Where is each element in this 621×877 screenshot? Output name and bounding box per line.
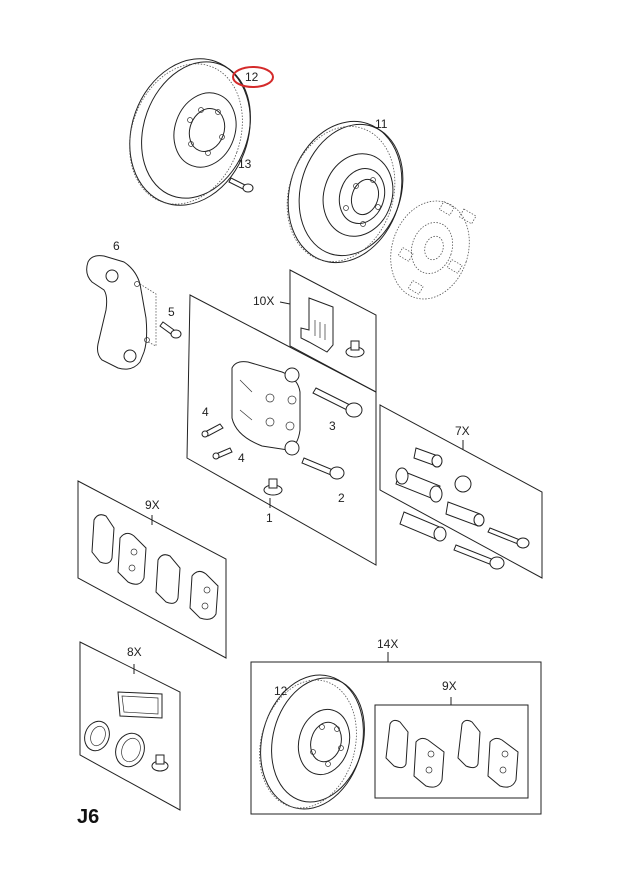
page-code: J6 [77, 806, 99, 828]
set-brake-pad-c[interactable] [457, 719, 481, 769]
callout-5[interactable]: 5 [168, 305, 175, 319]
guide-bolt-2[interactable] [301, 457, 345, 480]
guide-bolt-kit-b[interactable] [453, 544, 505, 570]
guide-bolt-3[interactable] [312, 387, 363, 418]
brake-pad-c[interactable] [155, 554, 181, 604]
callout-9x[interactable]: 9X [145, 498, 160, 512]
guide-sleeve[interactable] [413, 447, 443, 468]
anti-rattle-clip[interactable] [300, 297, 334, 353]
callout-set-9x[interactable]: 9X [442, 679, 457, 693]
callout-6[interactable]: 6 [113, 239, 120, 253]
highlight-ring [232, 66, 274, 88]
callout-set-12[interactable]: 12 [274, 684, 288, 698]
caliper-dust-cap[interactable] [263, 478, 283, 496]
guide-bolt-kit-a[interactable] [487, 527, 530, 549]
panel-7x-guide-kit [379, 404, 543, 579]
bleed-valve-4a[interactable] [201, 423, 224, 438]
callout-7x[interactable]: 7X [455, 424, 470, 438]
guide-boot-short[interactable] [454, 475, 472, 493]
panel-9x-pad-kit [77, 480, 227, 659]
caliper-seal-ring[interactable] [117, 691, 163, 719]
callout-4b[interactable]: 4 [238, 451, 245, 465]
bleeder-cap[interactable] [151, 754, 169, 772]
callout-14x[interactable]: 14X [377, 637, 398, 651]
carrier-bolt-5[interactable] [159, 321, 182, 339]
caliper-carrier-6[interactable] [86, 255, 157, 370]
guide-boot-long[interactable] [395, 467, 443, 503]
panel-1-caliper [186, 294, 377, 566]
bleed-valve-4b[interactable] [212, 447, 233, 460]
piston-dust-boot[interactable] [81, 718, 114, 754]
callout-4a[interactable]: 4 [202, 405, 209, 419]
set-brake-pad-d[interactable] [487, 737, 519, 788]
piston-seal[interactable] [111, 729, 149, 771]
brake-pad-b[interactable] [117, 532, 147, 585]
callout-11[interactable]: 11 [375, 117, 388, 131]
brake-caliper-1[interactable] [231, 361, 301, 456]
guide-pin-long[interactable] [399, 511, 447, 542]
brake-pad-d[interactable] [189, 570, 219, 620]
set-brake-pad-b[interactable] [413, 737, 445, 788]
screw-13[interactable] [228, 177, 254, 193]
callout-3[interactable]: 3 [329, 419, 336, 433]
brake-disc-12[interactable] [110, 42, 270, 223]
callout-12[interactable]: 12 [245, 70, 259, 84]
callout-1[interactable]: 1 [266, 511, 273, 525]
brake-disc-11[interactable] [270, 107, 419, 278]
guide-pin-sleeve[interactable] [445, 501, 485, 527]
callout-8x[interactable]: 8X [127, 645, 142, 659]
callout-13[interactable]: 13 [238, 157, 252, 171]
callout-10x[interactable]: 10X [253, 294, 274, 308]
panel-set-9x-pads [374, 697, 529, 799]
wheel-hub-reference [390, 200, 477, 300]
panel-14x-disc-pad-set [250, 652, 542, 815]
dust-cap[interactable] [345, 340, 365, 358]
set-brake-disc-12[interactable] [246, 663, 378, 820]
brake-pad-a[interactable] [91, 514, 115, 564]
set-brake-pad-a[interactable] [385, 719, 409, 769]
callout-2[interactable]: 2 [338, 491, 345, 505]
panel-8x-seal-kit [79, 641, 181, 811]
